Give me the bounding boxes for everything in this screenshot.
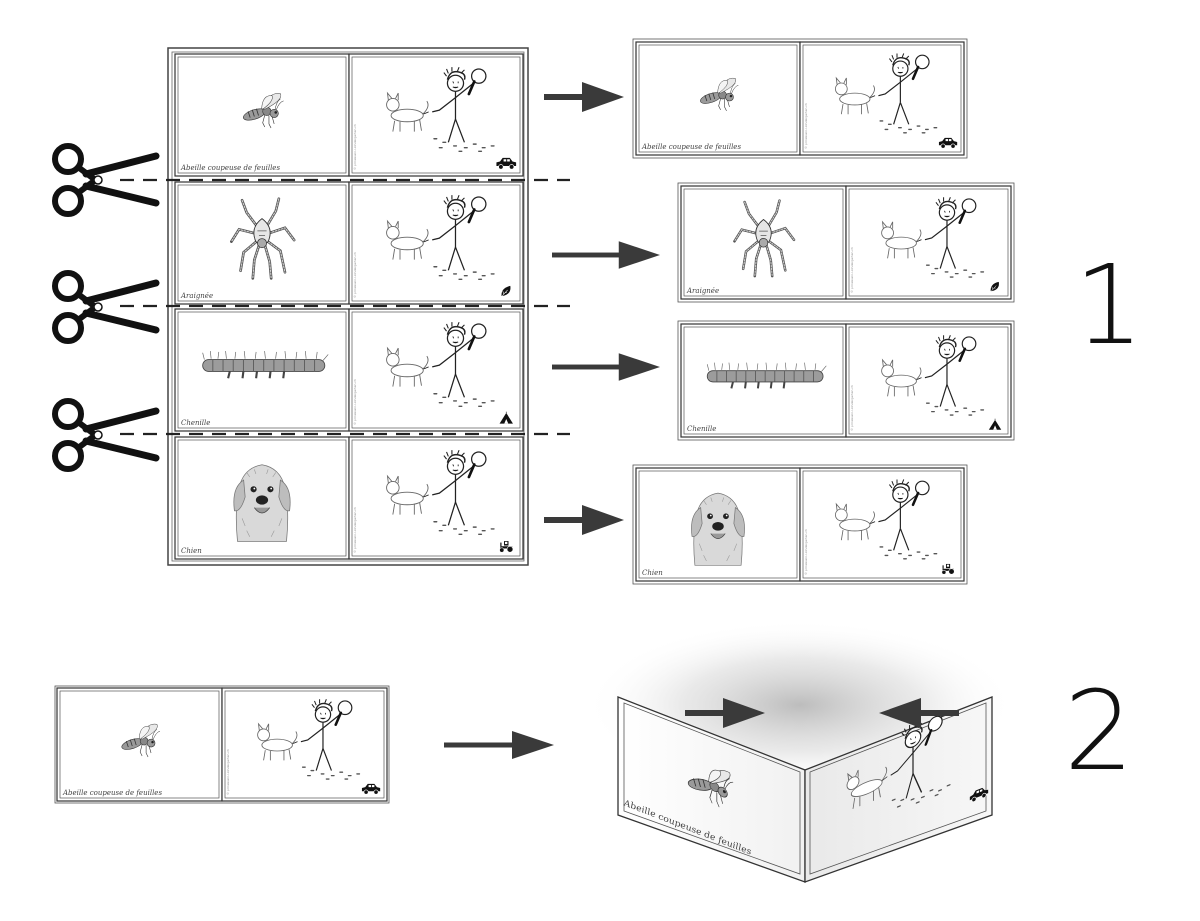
- arrow-right-icon: [544, 82, 624, 112]
- cut-strips: Abeille coupeuse de feuilles © prinzessin…: [632, 38, 1015, 585]
- copyright-text: © prinzessin-i-kindergarten.ch: [804, 529, 808, 575]
- flat-strip: Abeille coupeuse de feuilles © prinzessin…: [54, 685, 390, 804]
- card-caption: Abeille coupeuse de feuilles: [62, 789, 162, 797]
- copyright-text: © prinzessin-i-kindergarten.ch: [353, 124, 357, 170]
- card-back: [845, 323, 1012, 438]
- copyright-text: © prinzessin-i-kindergarten.ch: [353, 379, 357, 425]
- card-caption: Araignée: [686, 287, 719, 295]
- copyright-text: © prinzessin-i-kindergarten.ch: [850, 247, 854, 293]
- folded-card: Abeille coupeuse de feuilles: [585, 620, 1015, 883]
- card-caption: Abeille coupeuse de feuilles: [641, 143, 741, 151]
- card-caption: Chenille: [687, 425, 716, 433]
- step-number-2: 2: [1064, 667, 1134, 795]
- copyright-text: © prinzessin-i-kindergarten.ch: [850, 385, 854, 431]
- card-back: [799, 467, 965, 582]
- cut-lines: [120, 178, 570, 436]
- strip-card-chien: Chien © prinzessin-i-kindergarten.ch: [635, 467, 965, 582]
- card-caption: Chien: [181, 547, 202, 555]
- arrow-right-icon: [544, 505, 624, 535]
- copyright-text: © prinzessin-i-kindergarten.ch: [226, 749, 230, 795]
- arrow-right-icon: [552, 353, 660, 381]
- card-back: [348, 181, 524, 305]
- card-back: [845, 185, 1012, 300]
- sheet-card-chien: Chien © prinzessin-i-kindergarten.ch: [174, 436, 524, 560]
- copyright-text: © prinzessin-i-kindergarten.ch: [353, 507, 357, 553]
- copyright-text: © prinzessin-i-kindergarten.ch: [804, 103, 808, 149]
- card-caption: Araignée: [180, 292, 213, 300]
- flat-card-abeille: Abeille coupeuse de feuilles © prinzessin…: [56, 687, 388, 802]
- card-caption: Abeille coupeuse de feuilles: [180, 164, 280, 172]
- sheet-card-abeille: Abeille coupeuse de feuilles © prinzessin…: [174, 53, 524, 177]
- copyright-text: © prinzessin-i-kindergarten.ch: [353, 252, 357, 298]
- card-caption: Chien: [642, 569, 663, 577]
- card-back: [799, 41, 965, 156]
- card-back: [221, 687, 388, 802]
- card-caption: Chenille: [181, 419, 210, 427]
- strip-card-araignee: Araignée © prinzessin-i-kindergarten.ch: [680, 185, 1012, 300]
- arrow-right-icon: [552, 241, 660, 269]
- strip-card-abeille: Abeille coupeuse de feuilles © prinzessin…: [635, 41, 965, 156]
- scissors-icon: [55, 401, 156, 469]
- scissors-icon: [55, 146, 156, 214]
- sheet-card-araignee: Araignée © prinzessin-i-kindergarten.ch: [174, 181, 524, 305]
- arrow-right-icon: [444, 731, 554, 759]
- card-back: [348, 53, 524, 177]
- card-back: [348, 308, 524, 432]
- strip-card-chenille: Chenille © prinzessin-i-kindergarten.ch: [680, 323, 1012, 438]
- card-back: [348, 436, 524, 560]
- scissors-icon: [55, 273, 156, 341]
- step-number-1: 1: [1074, 241, 1144, 369]
- sheet-card-chenille: Chenille © prinzessin-i-kindergarten.ch: [174, 308, 524, 432]
